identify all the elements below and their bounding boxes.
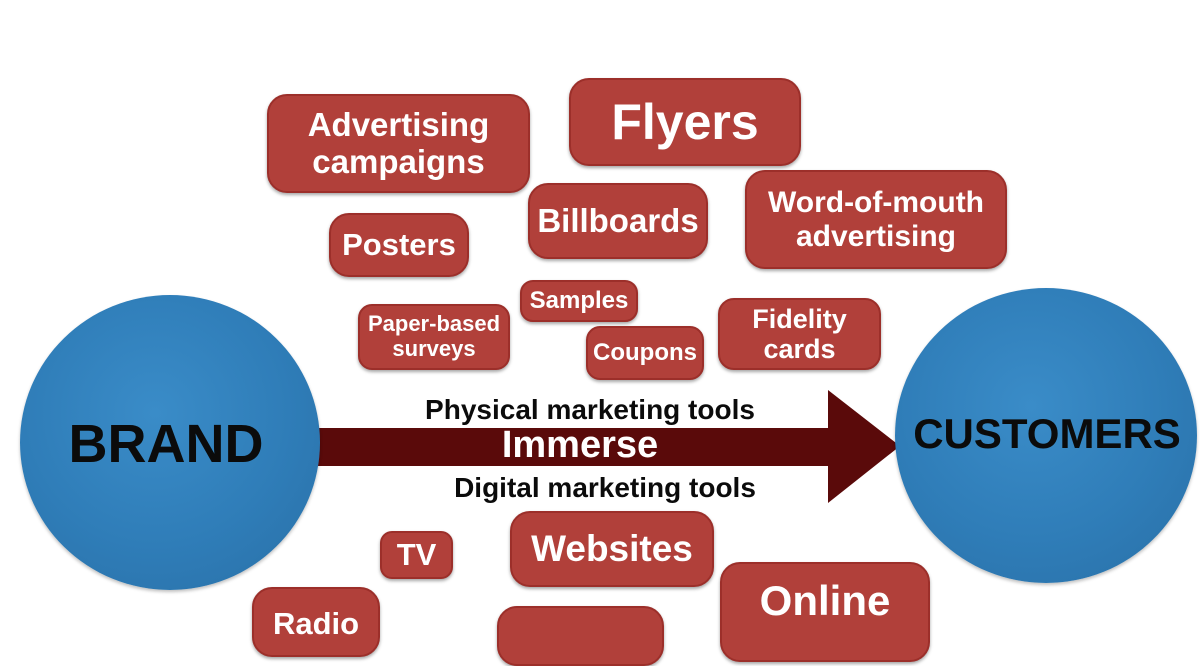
tool-flyers: Flyers (569, 78, 801, 166)
tool-websites: Websites (510, 511, 714, 587)
digital-tools-label: Digital marketing tools (454, 472, 756, 503)
tool-paper-based-surveys: Paper-based surveys (358, 304, 510, 370)
tool-word-of-mouth: Word-of-mouth advertising (745, 170, 1007, 269)
customers-label: CUSTOMERS (913, 409, 1181, 457)
tool-online: Online (720, 562, 930, 662)
immerse-arrow (300, 390, 900, 503)
immerse-label: Immerse (501, 424, 659, 466)
tool-tv: TV (380, 531, 453, 579)
arrow-shape (300, 390, 900, 503)
tool-billboards: Billboards (528, 183, 708, 259)
brand-circle: BRAND (20, 295, 320, 590)
brand-label: BRAND (68, 414, 264, 474)
tool-samples: Samples (520, 280, 638, 322)
physical-tools-label: Physical marketing tools (425, 394, 755, 425)
tool-posters: Posters (329, 213, 469, 277)
tool-coupons: Coupons (586, 326, 704, 380)
tool-partially-visible (497, 606, 664, 666)
tool-fidelity-cards: Fidelity cards (718, 298, 881, 370)
tool-radio: Radio (252, 587, 380, 657)
customers-circle: CUSTOMERS (895, 288, 1197, 583)
tool-advertising-campaigns: Advertising campaigns (267, 94, 530, 193)
